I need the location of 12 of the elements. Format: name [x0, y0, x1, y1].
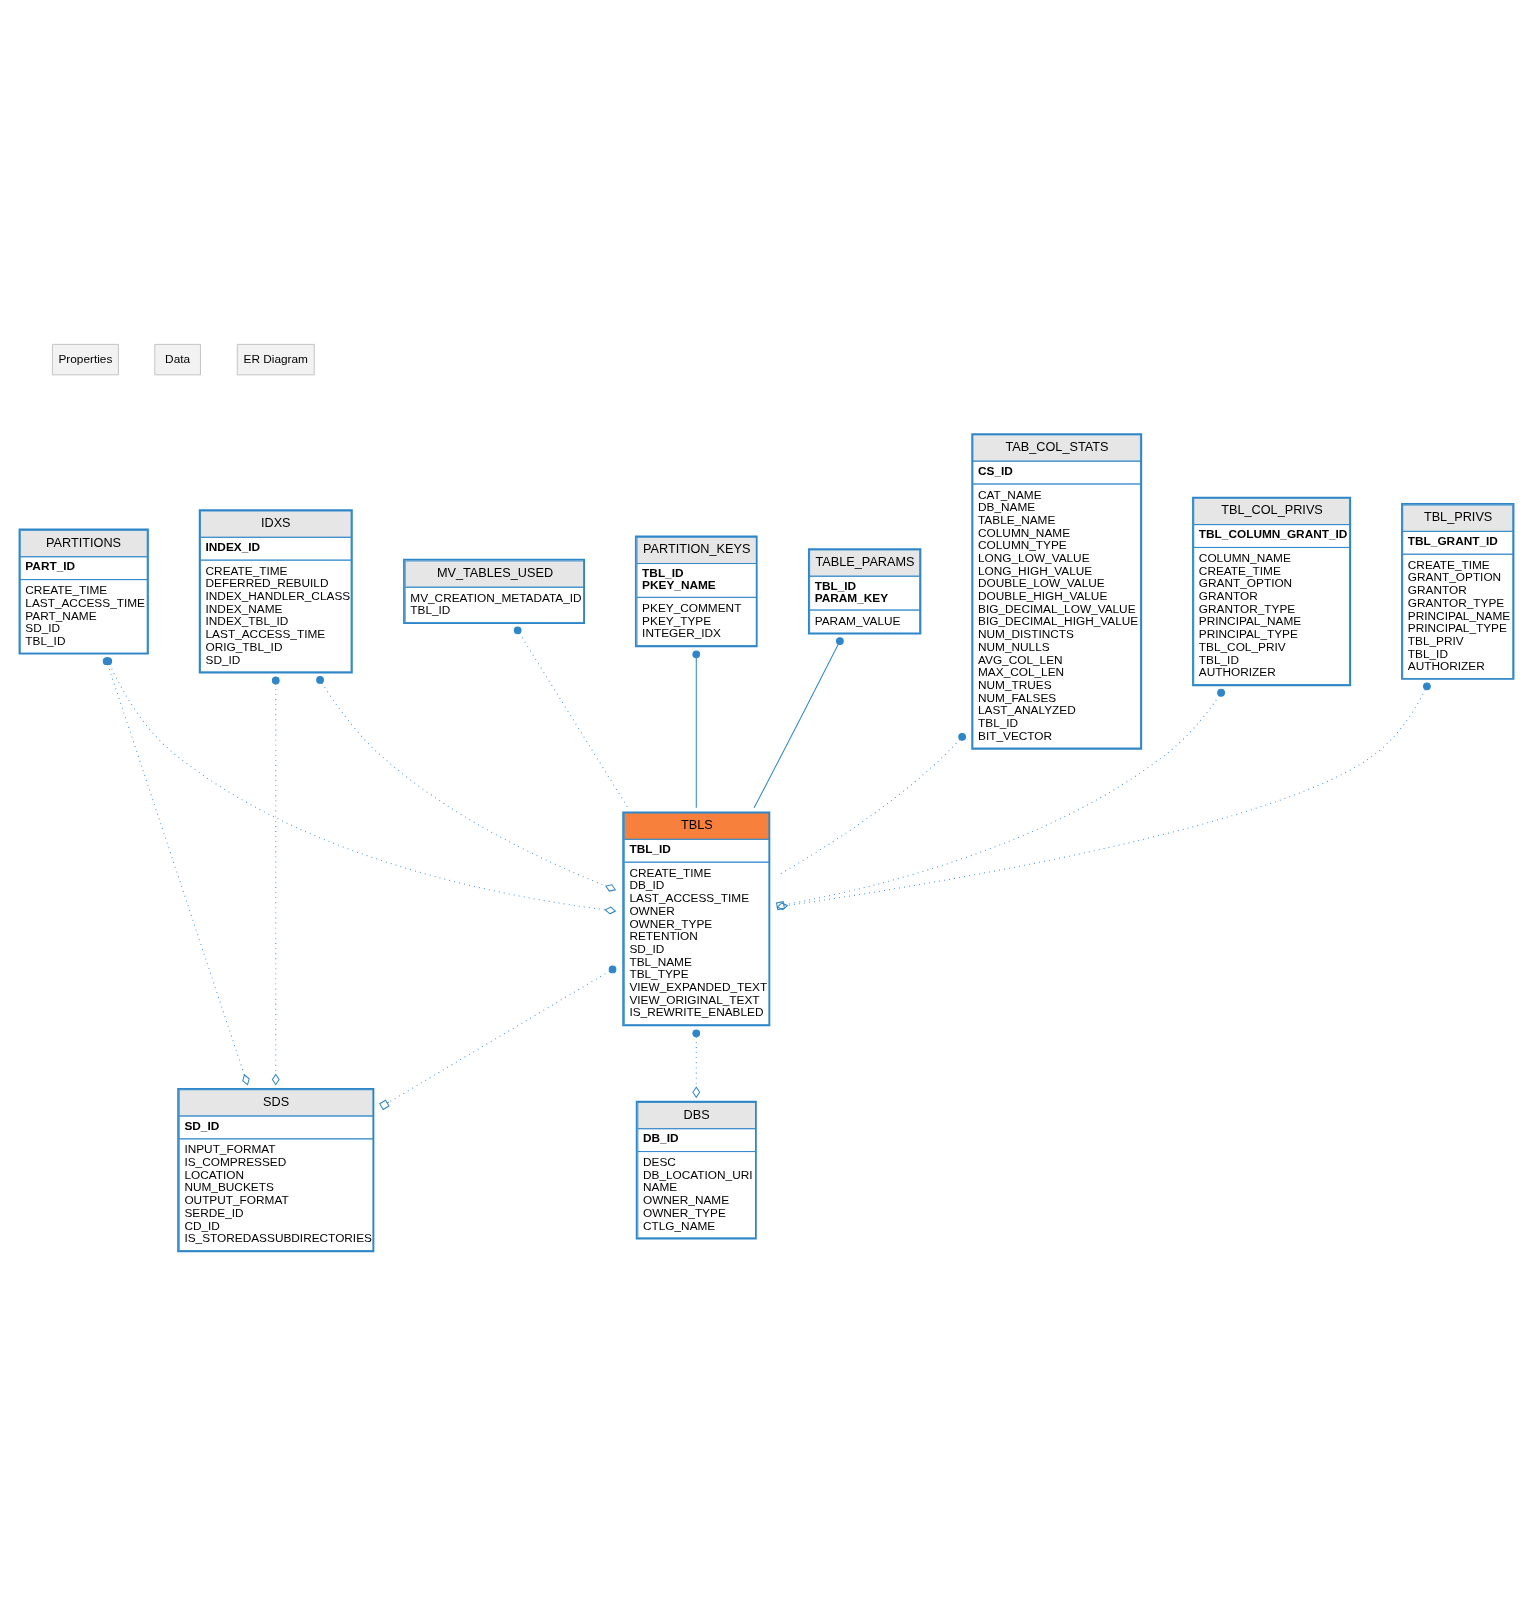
label: Properties — [58, 351, 113, 366]
connector — [379, 965, 617, 1111]
connector — [271, 676, 280, 1086]
connector — [316, 676, 617, 892]
connector — [513, 626, 629, 809]
connector — [692, 1029, 701, 1099]
label: Data — [165, 351, 191, 366]
connector — [753, 637, 844, 809]
connector — [775, 688, 1225, 911]
connector — [692, 650, 701, 809]
connector — [776, 682, 1431, 911]
label: ER Diagram — [243, 351, 308, 366]
